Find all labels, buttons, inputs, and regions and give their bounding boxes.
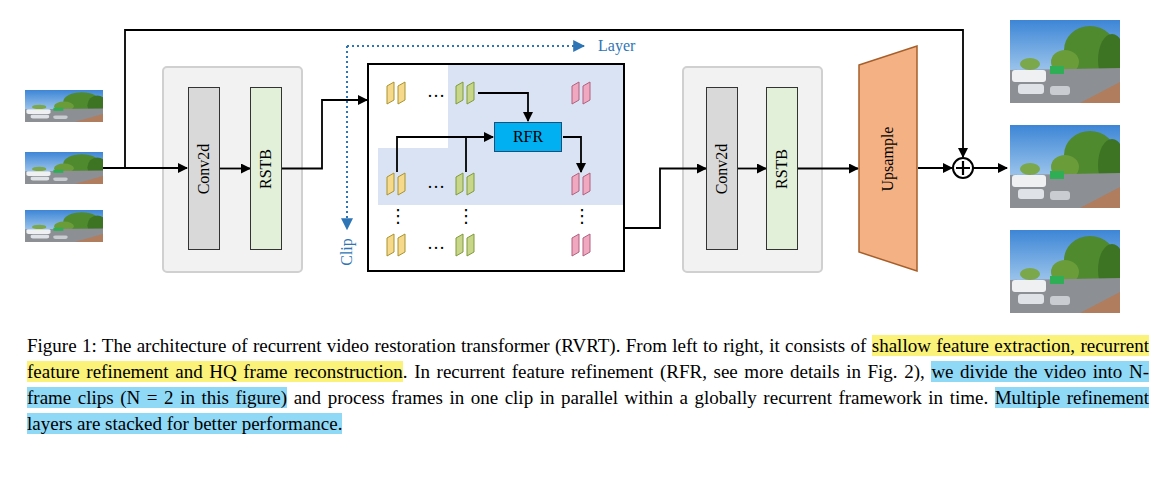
flow-arrow	[625, 169, 706, 229]
axis-label: Clip	[338, 238, 356, 266]
block-label: RFR	[513, 128, 543, 146]
conv-block: Conv2d	[706, 87, 738, 250]
caption-run: Figure 1: The architecture of recurrent …	[27, 335, 872, 356]
refinement-frame: RFRLayerClip	[367, 63, 625, 272]
flow-arrow	[220, 168, 250, 170]
feature-block	[456, 82, 474, 104]
ellipsis-mark: ⋮	[457, 207, 475, 225]
caption-run: and process frames in one clip in parall…	[287, 387, 995, 408]
rstb-block: RSTB	[250, 87, 282, 250]
sum-arrow	[918, 167, 952, 169]
flow-arrow	[738, 168, 766, 170]
ellipsis-mark: …	[427, 234, 445, 252]
feature-arrow	[397, 137, 493, 172]
sum-plus	[956, 161, 970, 175]
ellipsis-mark: ⋮	[573, 207, 591, 225]
upsample-block: Upsample	[858, 45, 918, 272]
block-label: RSTB	[257, 148, 275, 188]
feature-block	[387, 82, 405, 104]
feature-line	[465, 137, 467, 172]
block-label: Conv2d	[195, 143, 213, 194]
feature-block	[387, 234, 405, 256]
rstb-block: RSTB	[766, 87, 798, 250]
conv-block: Conv2d	[188, 87, 220, 250]
axis-label: Layer	[598, 37, 635, 55]
ellipsis-mark: …	[427, 82, 445, 100]
output-frame	[1010, 125, 1126, 208]
flow-arrow	[282, 100, 367, 169]
ellipsis-mark: …	[427, 173, 445, 191]
stage-panel	[163, 67, 302, 272]
input-arrow	[103, 167, 187, 169]
output-arrow	[973, 167, 1007, 169]
output-frame	[1010, 230, 1126, 313]
input-frame	[25, 90, 107, 122]
feature-block	[572, 82, 590, 104]
feature-arrow	[478, 93, 528, 121]
flow-arrow	[798, 168, 858, 170]
input-frame	[25, 152, 107, 184]
ellipsis-mark: ⋮	[389, 207, 407, 225]
block-label: Conv2d	[713, 143, 731, 194]
caption-run: . In recurrent feature refinement (RFR, …	[403, 361, 932, 382]
rfr-block: RFR	[494, 122, 562, 152]
clip-shading	[378, 65, 623, 205]
feature-block	[456, 173, 474, 195]
block-label: RSTB	[773, 148, 791, 188]
feature-arrow	[563, 137, 581, 172]
figure-caption: Figure 1: The architecture of recurrent …	[27, 333, 1149, 437]
clip-axis	[346, 46, 348, 229]
feature-block	[572, 173, 590, 195]
feature-block	[572, 234, 590, 256]
input-frame	[25, 210, 107, 242]
stage-panel	[683, 67, 822, 272]
layer-axis	[347, 45, 584, 47]
block-label: Upsample	[879, 126, 897, 191]
feature-block	[456, 234, 474, 256]
upsample-trapezoid	[859, 46, 917, 271]
sum-symbol	[953, 158, 973, 178]
output-frame	[1010, 20, 1126, 103]
sum-circle	[953, 158, 973, 178]
feature-block	[387, 173, 405, 195]
